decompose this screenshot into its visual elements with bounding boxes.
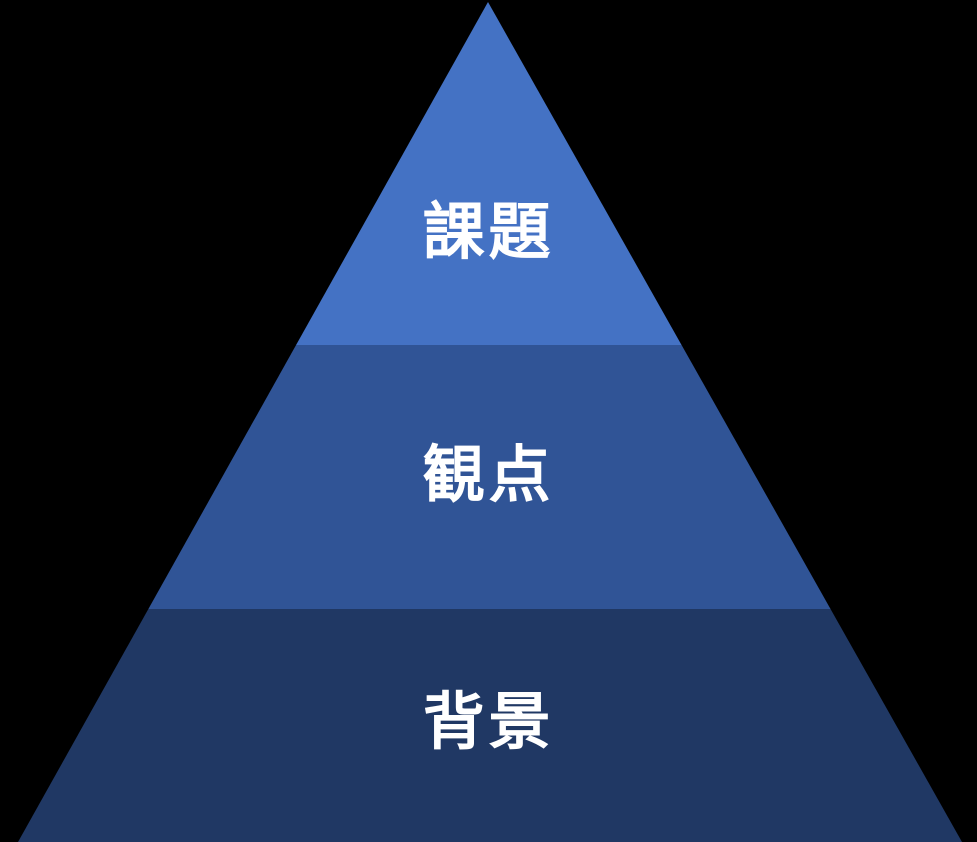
pyramid-tier-2-shape[interactable] [148,345,831,609]
pyramid-tier-3-shape[interactable] [18,609,962,842]
pyramid-tier-1-shape[interactable] [296,2,682,345]
